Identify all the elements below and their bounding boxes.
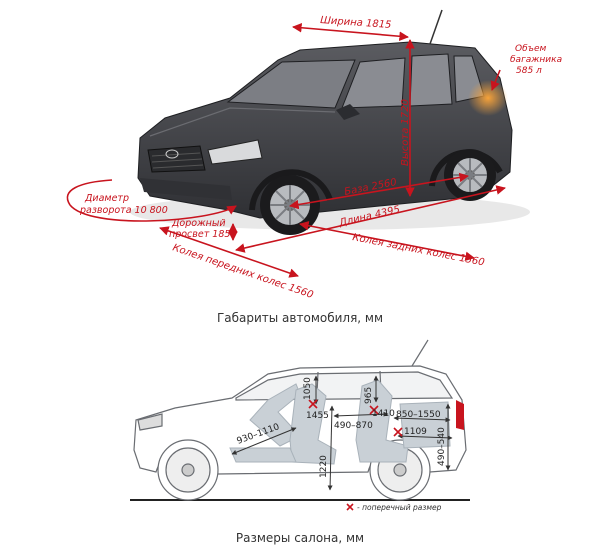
exterior-car-illustration bbox=[130, 9, 530, 235]
clearance-label-line1: Дорожный bbox=[171, 218, 226, 229]
interior-caption: Размеры салона, мм bbox=[235, 531, 365, 545]
legend-text: - поперечный размер bbox=[357, 503, 442, 512]
turning-label-line1: Диаметр bbox=[84, 193, 129, 204]
cross-marker-1410 bbox=[369, 405, 379, 415]
cross-dimension-markers bbox=[308, 399, 403, 437]
cross-marker-1455 bbox=[308, 399, 318, 409]
dim-850-1550: 850–1550 bbox=[396, 410, 441, 420]
dim-965: 965 bbox=[364, 387, 374, 404]
trunk-label-line1: Объем bbox=[515, 44, 547, 54]
trunk-label-line3: 585 л bbox=[516, 66, 542, 76]
exterior-dimension-lines bbox=[66, 22, 506, 278]
dim-1410: 1410 bbox=[372, 409, 395, 419]
cross-marker-1109 bbox=[393, 427, 403, 437]
interior-dimension-lines bbox=[231, 375, 453, 491]
front-track-label: Колея передних колес 1560 bbox=[171, 242, 315, 301]
dim-1220: 1220 bbox=[319, 455, 329, 478]
turning-label-line2: разворота 10 800 bbox=[79, 205, 168, 216]
cross-dimension-legend: - поперечный размер bbox=[346, 503, 442, 512]
clearance-label-line2: просвет 185 bbox=[169, 229, 230, 240]
dim-1109: 1109 bbox=[404, 427, 427, 437]
dim-490-540: 490–540 bbox=[437, 427, 447, 466]
trunk-label-line2: багажника bbox=[510, 55, 562, 65]
rear-track-label: Колея задних колес 1560 bbox=[351, 232, 485, 268]
legend-cross-icon bbox=[346, 503, 354, 511]
height-label: Высота 1720 bbox=[400, 99, 411, 166]
dim-1050: 1050 bbox=[303, 377, 313, 400]
dim-490-870: 490–870 bbox=[334, 421, 373, 431]
dim-1455: 1455 bbox=[306, 411, 329, 421]
width-label: Ширина 1815 bbox=[320, 15, 392, 31]
exterior-caption: Габариты автомобиля, мм bbox=[216, 311, 384, 325]
